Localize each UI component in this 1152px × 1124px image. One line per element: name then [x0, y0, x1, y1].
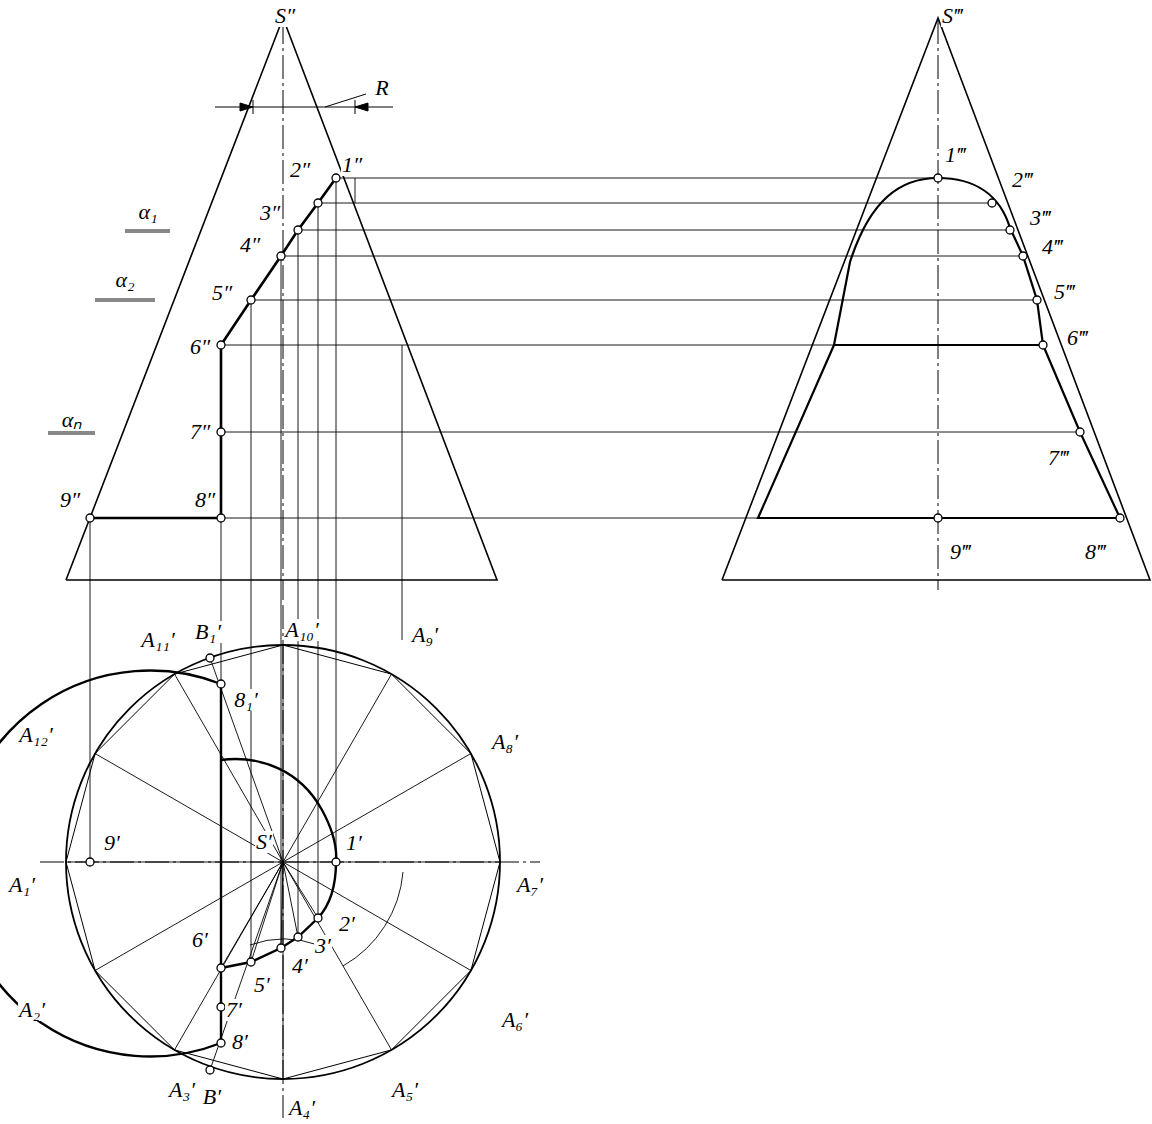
point-label: S″ [274, 5, 296, 27]
point-marker [332, 858, 340, 866]
point-marker [1033, 296, 1041, 304]
point-marker [1116, 514, 1124, 522]
point-label: A₁′ [8, 874, 36, 896]
point-marker [217, 964, 225, 972]
point-marker [247, 958, 255, 966]
point-label: 7′ [225, 999, 243, 1021]
point-label: 2′ [338, 913, 356, 935]
point-marker [217, 680, 225, 688]
point-marker [206, 1066, 214, 1074]
point-label: A₄′ [288, 1097, 316, 1119]
point-label: 5‴ [1053, 281, 1075, 303]
point-label: 6″ [189, 336, 211, 358]
point-label: α₁ [137, 201, 158, 223]
point-label: 9‴ [949, 541, 971, 563]
point-label: 2″ [289, 159, 311, 181]
point-label: 7‴ [1047, 447, 1069, 469]
point-label: 3′ [314, 935, 332, 957]
point-marker [988, 199, 996, 207]
point-label: 6‴ [1066, 327, 1088, 349]
point-marker [332, 174, 340, 182]
point-label: A₅′ [391, 1079, 419, 1101]
point-label: 8₁′ [233, 689, 258, 711]
point-label: 8‴ [1084, 541, 1106, 563]
point-marker [206, 654, 214, 662]
point-label: A₁₁′ [140, 629, 176, 651]
point-marker [217, 1003, 225, 1011]
point-label: α₂ [114, 269, 135, 291]
point-marker [1039, 341, 1047, 349]
point-label: A₇′ [516, 874, 544, 896]
point-label: 4‴ [1041, 236, 1063, 258]
point-label: 3‴ [1029, 207, 1051, 229]
point-label: 2‴ [1011, 169, 1033, 191]
point-label: 9″ [59, 489, 81, 511]
point-label: 9′ [103, 832, 121, 854]
point-label: 7″ [189, 421, 211, 443]
point-label: B′ [202, 1086, 222, 1108]
point-marker [217, 1039, 225, 1047]
point-label: S′ [255, 831, 273, 853]
point-marker [1019, 252, 1027, 260]
point-label: 8″ [194, 489, 216, 511]
point-label: 8′ [231, 1031, 249, 1053]
point-marker [1076, 428, 1084, 436]
point-marker [217, 428, 225, 436]
point-label: 5″ [211, 282, 233, 304]
point-marker [294, 933, 302, 941]
point-marker [217, 514, 225, 522]
point-marker [314, 199, 322, 207]
point-marker [277, 944, 285, 952]
point-label: 4″ [239, 234, 261, 256]
point-marker [277, 252, 285, 260]
point-label: 6′ [191, 929, 209, 951]
point-marker [934, 174, 942, 182]
point-label: S‴ [941, 5, 963, 27]
point-label: 4′ [291, 955, 309, 977]
point-marker [1006, 226, 1014, 234]
point-label: αₙ [61, 409, 84, 431]
point-label: A₁₂′ [18, 724, 54, 746]
point-label: A₉′ [411, 624, 439, 646]
point-label: 3″ [259, 202, 281, 224]
point-label: 1″ [341, 154, 363, 176]
point-label: A₂′ [18, 999, 46, 1021]
point-marker [314, 914, 322, 922]
point-label: 5′ [253, 974, 271, 996]
point-label: A₁₀′ [284, 619, 320, 641]
point-marker [86, 514, 94, 522]
point-marker [934, 514, 942, 522]
point-marker [294, 226, 302, 234]
point-marker [86, 858, 94, 866]
point-label: A₈′ [491, 731, 519, 753]
point-label: R [374, 77, 389, 99]
point-label: B₁′ [194, 621, 222, 643]
point-label: 1‴ [944, 144, 966, 166]
point-marker [247, 296, 255, 304]
point-label: A₃′ [168, 1079, 196, 1101]
point-label: A₆′ [501, 1009, 529, 1031]
point-label: 1′ [345, 832, 363, 854]
point-marker [217, 341, 225, 349]
